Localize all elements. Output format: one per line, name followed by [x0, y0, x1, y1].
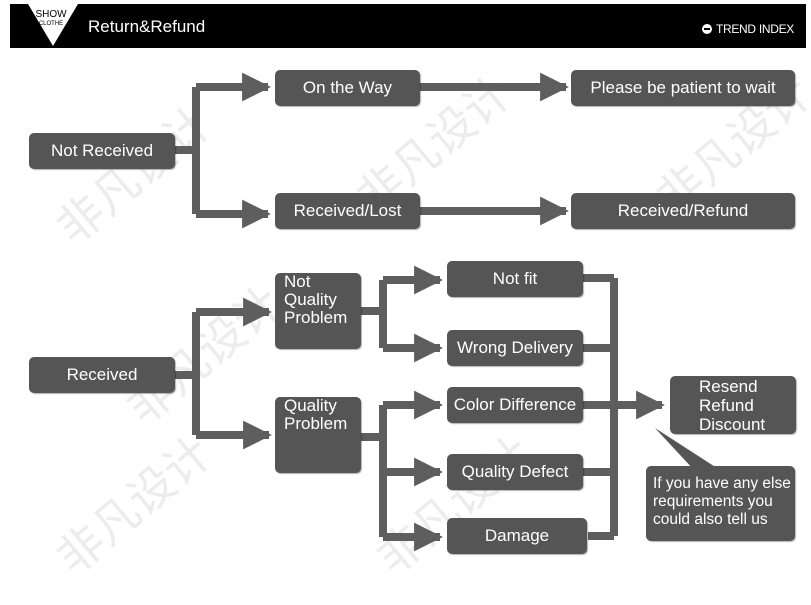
logo-subtext: CLOTHE [38, 21, 64, 27]
node-received-refund: Received/Refund [571, 193, 795, 229]
note-line: requirements you [653, 493, 773, 510]
node-label-line: Quality [284, 290, 337, 309]
node-label-line: Problem [284, 414, 348, 433]
brand-text: TREND INDEX [715, 22, 794, 36]
note-tail [655, 428, 720, 470]
note-line: If you have any else [653, 475, 791, 492]
note-line: could also tell us [653, 511, 768, 528]
node-not-quality-problem: Not Quality Problem [275, 273, 361, 349]
logo-text: SHOW [35, 9, 67, 20]
node-color-difference: Color Difference [447, 387, 583, 423]
resolution-resend: Resend [699, 376, 758, 396]
node-not-fit: Not fit [447, 261, 583, 297]
page-title: Return&Refund [88, 17, 206, 36]
note-bubble: If you have any else requirements you co… [646, 466, 795, 541]
node-please-wait: Please be patient to wait [571, 70, 795, 106]
node-wrong-delivery: Wrong Delivery [447, 330, 583, 366]
node-label-line: Quality [284, 396, 337, 415]
node-label-line: Problem [284, 308, 348, 327]
logo-icon [28, 4, 78, 46]
node-label-line: Not [284, 272, 311, 291]
node-damage: Damage [447, 518, 587, 554]
header-bar: SHOW CLOTHE Return&Refund TREND INDEX [10, 4, 806, 48]
brand-icon [701, 24, 712, 34]
node-on-the-way: On the Way [275, 70, 420, 106]
node-resolution: Resend Refund Discount [670, 376, 796, 434]
node-quality-problem: Quality Problem [275, 397, 361, 473]
resolution-discount: Discount [699, 414, 766, 434]
node-received-lost: Received/Lost [275, 193, 420, 229]
node-not-received: Not Received [29, 133, 175, 169]
brand-label: TREND INDEX [701, 21, 794, 37]
resolution-refund: Refund [699, 395, 754, 415]
node-quality-defect: Quality Defect [447, 454, 583, 490]
node-received: Received [29, 357, 175, 393]
